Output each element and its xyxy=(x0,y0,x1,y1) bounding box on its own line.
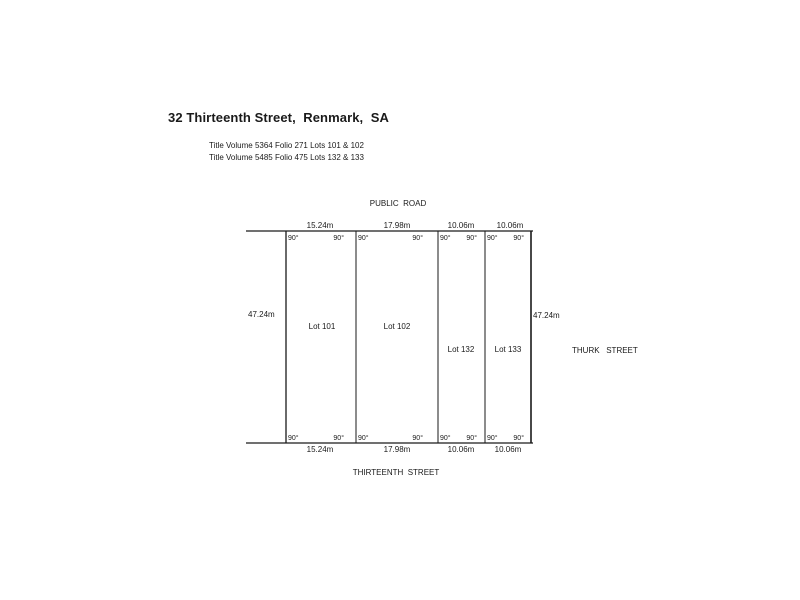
lot-102-frontage-bottom: 17.98m xyxy=(384,445,411,454)
lot-132-frontage-top: 10.06m xyxy=(448,221,475,230)
lot-102-angle-bottom-left: 90° xyxy=(358,434,369,442)
lot-133-frontage-top: 10.06m xyxy=(497,221,524,230)
lot-101-angle-bottom-left: 90° xyxy=(288,434,299,442)
thurk-street-label: THURK STREET xyxy=(572,346,638,355)
lot-101-angle-top-right: 90° xyxy=(333,234,344,242)
lot-101-label: Lot 101 xyxy=(309,322,336,331)
property-address-title: 32 Thirteenth Street, Renmark, SA xyxy=(168,110,389,125)
lot-102-angle-top-right: 90° xyxy=(412,234,423,242)
lot-133-angle-top-right: 90° xyxy=(513,234,524,242)
lot-132-angle-bottom-right: 90° xyxy=(466,434,477,442)
lot-132-angle-top-right: 90° xyxy=(466,234,477,242)
lot-133-frontage-bottom: 10.06m xyxy=(495,445,522,454)
lot-132-frontage-bottom: 10.06m xyxy=(448,445,475,454)
lot-102-label: Lot 102 xyxy=(384,322,411,331)
lot-133-label: Lot 133 xyxy=(495,345,522,354)
lot-133-angle-top-left: 90° xyxy=(487,234,498,242)
thirteenth-street-label: THIRTEENTH STREET xyxy=(353,468,440,477)
public-road-label: PUBLIC ROAD xyxy=(370,199,427,208)
lot-132-angle-bottom-left: 90° xyxy=(440,434,451,442)
lot-133-angle-bottom-right: 90° xyxy=(513,434,524,442)
depth-label-east: 47.24m xyxy=(533,311,560,320)
lot-132-angle-top-left: 90° xyxy=(440,234,451,242)
depth-label-west: 47.24m xyxy=(248,310,275,319)
title-volume-line-1: Title Volume 5364 Folio 271 Lots 101 & 1… xyxy=(209,141,364,150)
lot-101-angle-top-left: 90° xyxy=(288,234,299,242)
lot-132-label: Lot 132 xyxy=(448,345,475,354)
lot-101-angle-bottom-right: 90° xyxy=(333,434,344,442)
lot-102-frontage-top: 17.98m xyxy=(384,221,411,230)
lot-102-angle-top-left: 90° xyxy=(358,234,369,242)
lot-133-angle-bottom-left: 90° xyxy=(487,434,498,442)
lot-101-frontage-bottom: 15.24m xyxy=(307,445,334,454)
title-volume-line-2: Title Volume 5485 Folio 475 Lots 132 & 1… xyxy=(209,153,364,162)
lot-101-frontage-top: 15.24m xyxy=(307,221,334,230)
lot-102-angle-bottom-right: 90° xyxy=(412,434,423,442)
